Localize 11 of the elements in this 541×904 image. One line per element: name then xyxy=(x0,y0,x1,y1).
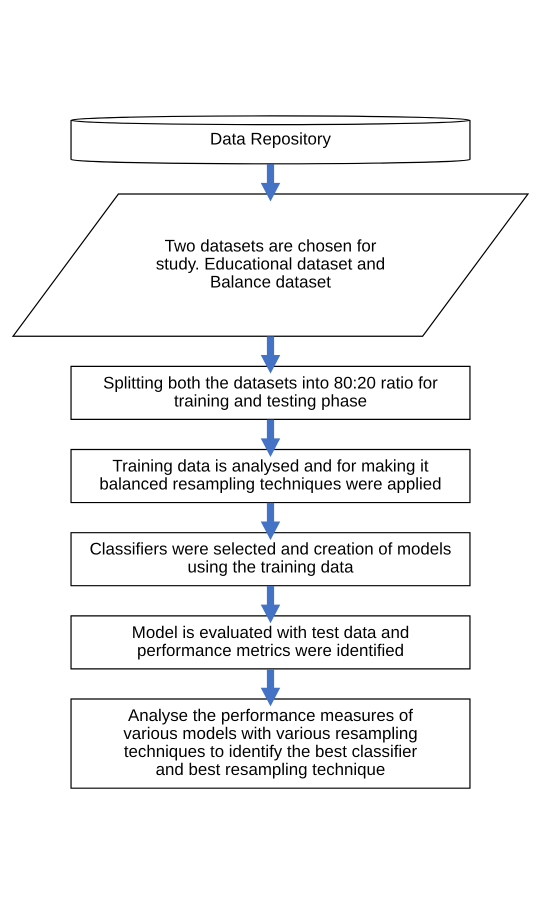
node-box: Classifiers were selected and creation of models using the training data xyxy=(70,532,471,586)
node-box: Training data is analysed and for making it balanced resampling techniques were applied xyxy=(70,448,471,504)
arrow xyxy=(260,164,280,202)
arrow xyxy=(260,669,280,706)
node-box: Analyse the performance measures of various models with various resampling techniques to identify the best classifier and best resampling technique xyxy=(70,698,471,789)
node-box: Splitting both the datasets into 80:20 ratio for training and testing phase xyxy=(70,366,471,420)
arrow xyxy=(260,336,280,374)
node-box: Model is evaluated with test data and performance metrics were identified xyxy=(70,615,471,670)
arrow xyxy=(260,502,280,540)
arrow xyxy=(260,420,280,457)
arrow xyxy=(260,586,280,624)
